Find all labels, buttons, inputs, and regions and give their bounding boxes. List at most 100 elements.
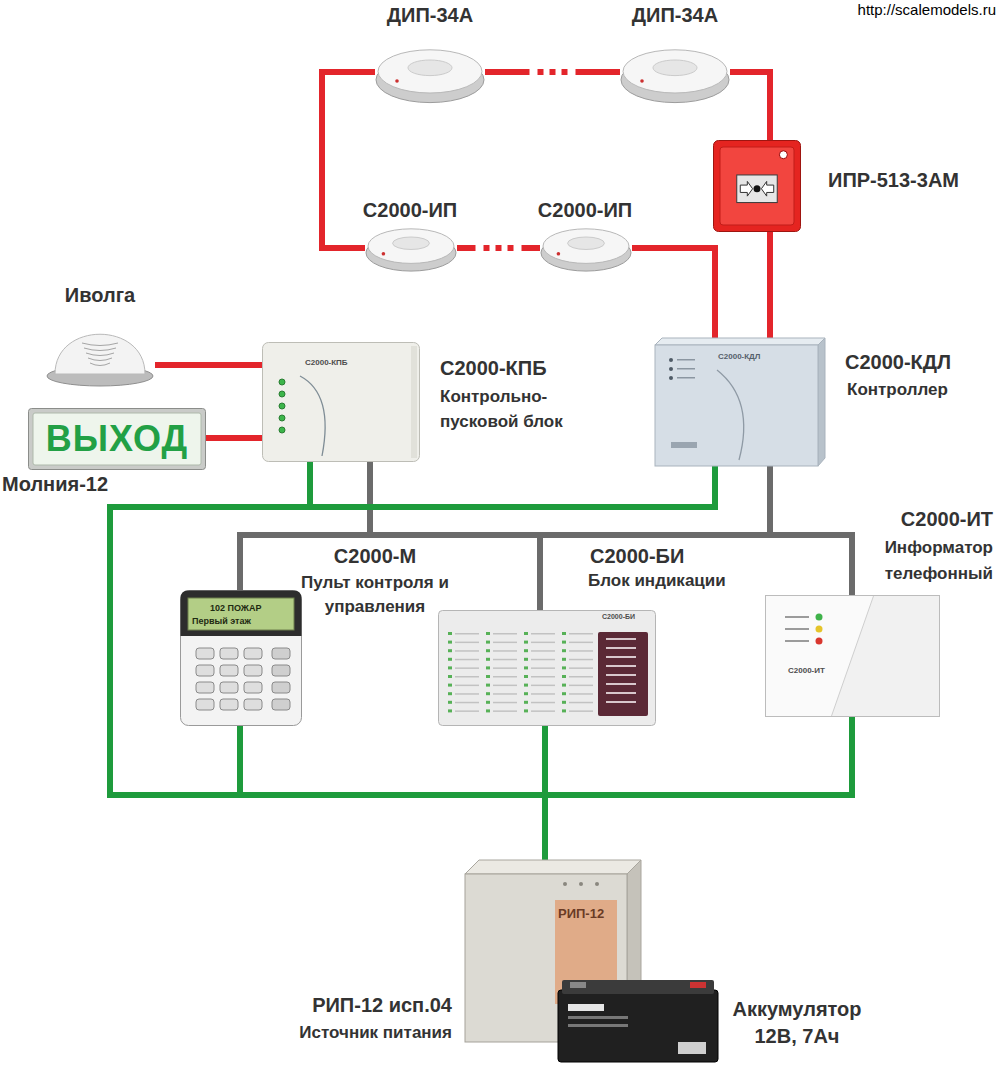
indicator-led (395, 79, 399, 83)
zone-caption-mark (493, 667, 517, 669)
indicator-led (579, 882, 583, 886)
housing-shade (411, 346, 417, 458)
detection-loop-wire (632, 248, 715, 338)
indicator-led (486, 692, 490, 695)
battery-print (568, 1024, 628, 1027)
key (196, 648, 214, 659)
zone-caption-mark (455, 633, 479, 635)
indicator-led (486, 658, 490, 661)
device-name: Аккумулятор 12В, 7Ач (722, 996, 872, 1050)
strip-mark (606, 674, 636, 676)
indicator-led (669, 376, 673, 380)
device-marking: С2000-КПБ (305, 358, 348, 368)
device-housing (465, 874, 627, 1042)
phone-informer-drawing (765, 595, 940, 717)
indicator-led (524, 692, 528, 695)
housing-curve (300, 376, 325, 456)
housing-top (655, 338, 825, 345)
indicator-led (562, 658, 566, 661)
keypad-top (181, 591, 302, 637)
detector-chamber (653, 60, 697, 76)
indicator-led (640, 79, 644, 83)
indicator-led (669, 367, 673, 371)
battery-print (568, 1016, 628, 1019)
phone-informer: С2000-ИТИнформатор телефонный (765, 595, 940, 717)
device-marking: С2000-БИ (602, 613, 635, 621)
zone-caption-mark (531, 676, 555, 678)
key (244, 665, 262, 676)
arrow-symbol (761, 181, 773, 196)
interface-wire (240, 462, 370, 590)
indicator-led (669, 358, 673, 362)
housing-panel (832, 596, 940, 716)
panel-housing (439, 611, 656, 726)
detection-loop-wire (730, 72, 770, 140)
indicator-led (448, 684, 452, 687)
indicator-led (524, 641, 528, 644)
housing-edge (832, 596, 874, 716)
zone-caption-mark (531, 633, 555, 635)
call-point-housing (714, 141, 801, 232)
indicator-led (486, 641, 490, 644)
zone-caption-mark (531, 702, 555, 704)
led-caption-mark (677, 359, 695, 361)
indicator-led (448, 675, 452, 678)
housing-side (818, 338, 825, 466)
led-caption-mark (785, 628, 809, 630)
key (220, 665, 238, 676)
indicator-led (279, 379, 285, 385)
housing-top (465, 860, 641, 874)
key (272, 682, 290, 693)
indicator-led (524, 675, 528, 678)
strip-mark (606, 701, 636, 703)
sounder: Иволга (45, 325, 155, 387)
zone-caption-mark (493, 693, 517, 695)
device-housing (655, 345, 818, 466)
call-point-sign (779, 151, 787, 159)
detector-cover (623, 50, 727, 93)
zone-caption-mark (569, 702, 593, 704)
key (196, 682, 214, 693)
zone-caption-mark (455, 659, 479, 661)
grille-slot (86, 353, 114, 356)
indicator-led (486, 632, 490, 635)
device-name: С2000-ИТ (833, 507, 993, 531)
indicator-led (448, 666, 452, 669)
zone-caption-mark (493, 642, 517, 644)
device-name: С2000-ИП (525, 198, 645, 222)
call-point-front (720, 147, 794, 225)
indicator-led (557, 252, 561, 256)
indicator-led (448, 701, 452, 704)
detector-cover (378, 50, 482, 93)
logo-mark (671, 442, 697, 448)
power-wire (110, 466, 715, 860)
battery-drawing (558, 980, 718, 1062)
strip-mark (606, 638, 636, 640)
zone-caption-mark (455, 642, 479, 644)
address-detector: С2000-ИП (540, 225, 632, 273)
indicator-led (448, 709, 452, 712)
battery-terminal (690, 982, 706, 988)
address-detector-drawing (540, 225, 632, 273)
indicator-led (279, 427, 285, 433)
manual-call-point-drawing (713, 140, 801, 232)
zone-caption-mark (455, 702, 479, 704)
zone-caption-mark (569, 710, 593, 712)
key (244, 648, 262, 659)
indicator-led (486, 649, 490, 652)
strip-mark (606, 692, 636, 694)
indicator-led (382, 252, 386, 256)
lcd-text: Первый этаж (192, 616, 251, 627)
detector-chamber (568, 237, 605, 249)
battery-logo (568, 1004, 604, 1011)
battery: Аккумулятор 12В, 7Ач (558, 980, 718, 1062)
indicator-led (279, 403, 285, 409)
zone-caption-mark (493, 685, 517, 687)
battery-terminal (570, 982, 586, 988)
led-caption-mark (677, 368, 695, 370)
sounder-drawing (45, 325, 155, 387)
indicator-led (524, 666, 528, 669)
indicator-led (279, 391, 285, 397)
indicator-led (448, 658, 452, 661)
zone-caption-mark (569, 685, 593, 687)
